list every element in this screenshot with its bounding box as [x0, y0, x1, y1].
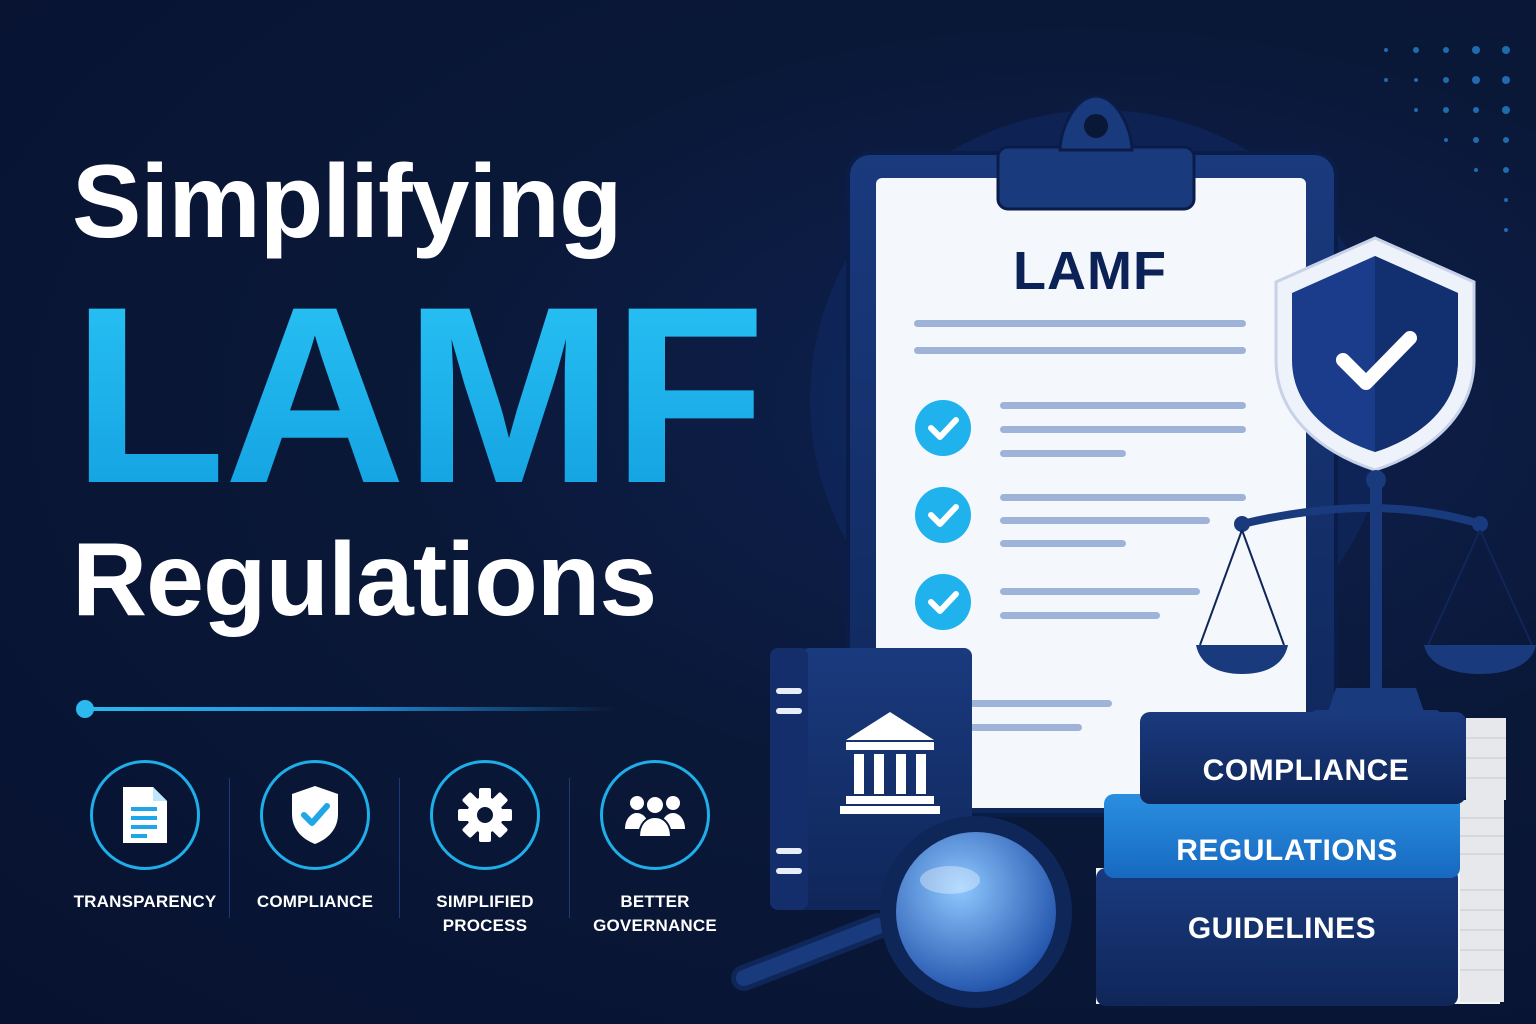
feature-better-governance: BETTER GOVERNANCE [569, 760, 740, 938]
dot-pattern [1384, 46, 1510, 232]
feature-label: SIMPLIFIED PROCESS [436, 892, 534, 935]
headline-line-simplifying: Simplifying [72, 144, 622, 260]
illustration-graphics [731, 46, 1536, 1008]
book-label-compliance: COMPLIANCE [1202, 754, 1410, 787]
gear-icon [430, 760, 540, 870]
feature-label: BETTER GOVERNANCE [593, 892, 717, 935]
headline-line-lamf: LAMF [72, 255, 766, 536]
shield-check-icon [260, 760, 370, 870]
feature-label: COMPLIANCE [256, 892, 374, 911]
feature-label: TRANSPARENCY [73, 892, 217, 911]
headline: Simplifying LAMF Regulations [72, 144, 766, 638]
feature-transparency: TRANSPARENCY [60, 760, 230, 938]
book-label-regulations: REGULATIONS [1176, 834, 1398, 867]
feature-row: TRANSPARENCY COMPLIANCE [60, 760, 740, 938]
magnifying-glass-icon [731, 816, 1072, 1008]
book-stack [1096, 712, 1506, 1006]
feature-simplified-process: SIMPLIFIED PROCESS [399, 760, 570, 938]
shield-icon [1274, 236, 1476, 472]
feature-compliance: COMPLIANCE [229, 760, 400, 938]
book-label-guidelines: GUIDELINES [1187, 912, 1377, 945]
clipboard-title: LAMF [1013, 241, 1167, 301]
people-group-icon [600, 760, 710, 870]
headline-line-regulations: Regulations [72, 522, 657, 638]
bank-icon [840, 712, 940, 814]
headline-divider [76, 700, 616, 718]
illustration: LAMF COMPLIANCE REGULATIONS GUIDELINES [700, 0, 1536, 1024]
document-icon [90, 760, 200, 870]
